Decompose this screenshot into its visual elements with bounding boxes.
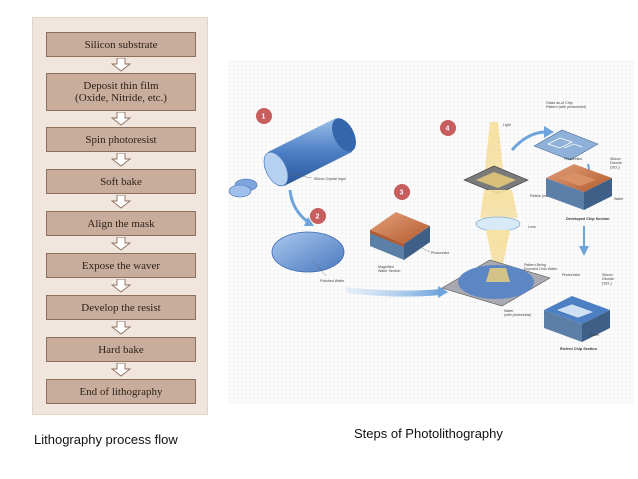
silicon-ingot <box>228 118 356 198</box>
photolithography-illustration: Silicon Crystal Ingot 1 2 Polished Wafer… <box>228 60 634 405</box>
label-photoresist-3: Photoresist <box>431 251 449 255</box>
arrow-icon <box>544 126 554 138</box>
label-wafer: Polished Wafer <box>320 279 345 283</box>
flow-arrow-icon <box>111 153 131 167</box>
arrow-icon <box>579 246 589 256</box>
flow-step-develop-resist: Develop the resist <box>46 295 196 320</box>
magnified-wafer-section <box>370 212 430 260</box>
reticle-mask <box>463 165 529 195</box>
step-3-badge: 3 <box>394 184 410 200</box>
process-flow-panel: Silicon substrate Deposit thin film (Oxi… <box>32 17 208 415</box>
label-dev-pr: Photoresist <box>564 157 582 161</box>
label-light: Light <box>503 123 511 127</box>
flow-arrow-icon <box>111 195 131 209</box>
label-etch-pr: Photoresist <box>562 273 580 277</box>
label-ingot: Silicon Crystal Ingot <box>314 177 346 181</box>
svg-text:3: 3 <box>400 190 404 197</box>
flow-arrow-icon <box>111 237 131 251</box>
arrow-icon <box>438 286 448 298</box>
svg-text:4: 4 <box>446 126 450 133</box>
label-reticle: Reticle (mask) <box>530 194 553 198</box>
svg-text:1: 1 <box>262 114 266 121</box>
flow-arrow-icon <box>111 112 131 126</box>
flow-step-end-lithography: End of lithography <box>46 379 196 404</box>
light-beam <box>486 230 510 270</box>
flow-step-hard-bake: Hard bake <box>46 337 196 362</box>
step-1-badge: 1 <box>256 108 272 124</box>
polished-wafer <box>271 231 345 273</box>
flow-step-align-mask: Align the mask <box>46 211 196 236</box>
flow-step-deposit-thin-film: Deposit thin film (Oxide, Nitride, etc.) <box>46 73 196 111</box>
flow-arrow-icon <box>111 58 131 72</box>
flow-arrow-icon <box>111 363 131 377</box>
light-beam <box>484 122 504 178</box>
lens <box>475 216 521 232</box>
glass-chip-pattern <box>533 129 599 161</box>
arrow-icon <box>304 217 314 226</box>
flow-arrow-icon <box>111 279 131 293</box>
flow-arrow-icon <box>111 321 131 335</box>
label-wafer-pr: Wafer(with photoresist) <box>504 309 531 317</box>
flow-caption: Lithography process flow <box>34 432 178 447</box>
wafer-with-photoresist <box>441 259 551 307</box>
label-lens: Lens <box>528 225 536 229</box>
step-4-badge: 4 <box>440 120 456 136</box>
light-beam <box>480 190 518 218</box>
flow-step-expose-waver: Expose the waver <box>46 253 196 278</box>
label-developed: Developed Chip Section <box>566 217 610 221</box>
label-etched: Etched Chip Section <box>560 347 598 351</box>
label-etch-wafer: Wafer <box>590 333 600 337</box>
step-2-badge: 2 <box>310 208 326 224</box>
developed-chip-section <box>546 164 612 210</box>
photolithography-caption: Steps of Photolithography <box>354 426 503 441</box>
flow-step-soft-bake: Soft bake <box>46 169 196 194</box>
flow-step-silicon-substrate: Silicon substrate <box>46 32 196 57</box>
svg-text:2: 2 <box>316 214 320 221</box>
etched-chip-section <box>544 296 610 342</box>
flow-step-spin-photoresist: Spin photoresist <box>46 127 196 152</box>
label-dev-wafer: Wafer <box>614 197 624 201</box>
